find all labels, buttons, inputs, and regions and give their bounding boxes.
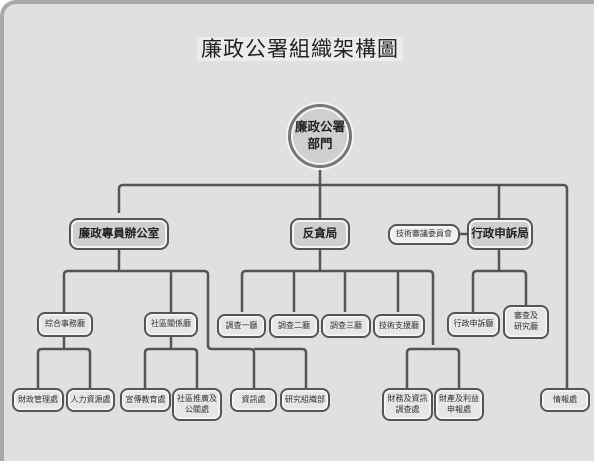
section-community-relations[interactable]: 社區關係廳 [144,312,198,337]
unit-asset-declaration[interactable]: 財產及利益 申報處 [434,388,484,421]
section-investigation-2[interactable]: 調查二廳 [269,314,319,338]
root-node-icac[interactable]: 廉政公署 部門 [288,104,352,168]
division-administrative-complaints[interactable]: 行政申訴局 [467,218,533,250]
connector-admin-bus [471,269,528,312]
connector-office-bus [62,269,256,388]
division-anti-corruption[interactable]: 反貪局 [290,218,350,250]
unit-human-resources[interactable]: 人力資源處 [66,388,115,412]
connector-level1-bus [117,183,569,388]
unit-publicity-education[interactable]: 宣傳教育處 [120,388,171,412]
connector-community-bus [143,347,199,388]
section-technical-support[interactable]: 技術支援廳 [373,314,425,338]
section-admin-complaints[interactable]: 行政申訴廳 [447,312,500,337]
chart-title: 廉政公署組織架構圖 [0,33,600,63]
unit-finance[interactable]: 財政管理處 [12,388,64,412]
connector-to-research [254,347,308,388]
connector-anti-units [405,347,461,388]
section-investigation-1[interactable]: 調查一廳 [217,314,266,338]
technical-review-committee[interactable]: 技術審議委員會 [388,224,460,245]
section-investigation-3[interactable]: 調查三廳 [321,314,371,338]
connector-anti-bus [240,269,435,345]
unit-financial-investigation[interactable]: 財務及資訊 調查處 [382,388,433,421]
unit-research-organization[interactable]: 研究組織部 [280,388,330,412]
connector-general-bus [36,347,92,388]
section-audit-research[interactable]: 審查及 研究廳 [503,305,549,339]
unit-intelligence[interactable]: 情報處 [540,388,590,412]
unit-information[interactable]: 資訊處 [230,388,277,412]
division-commissioner-office[interactable]: 廉政專員辦公室 [69,218,169,250]
section-general-affairs[interactable]: 綜合事務廳 [37,312,93,337]
unit-community-liaison[interactable]: 社區推廣及 公關處 [172,388,222,421]
